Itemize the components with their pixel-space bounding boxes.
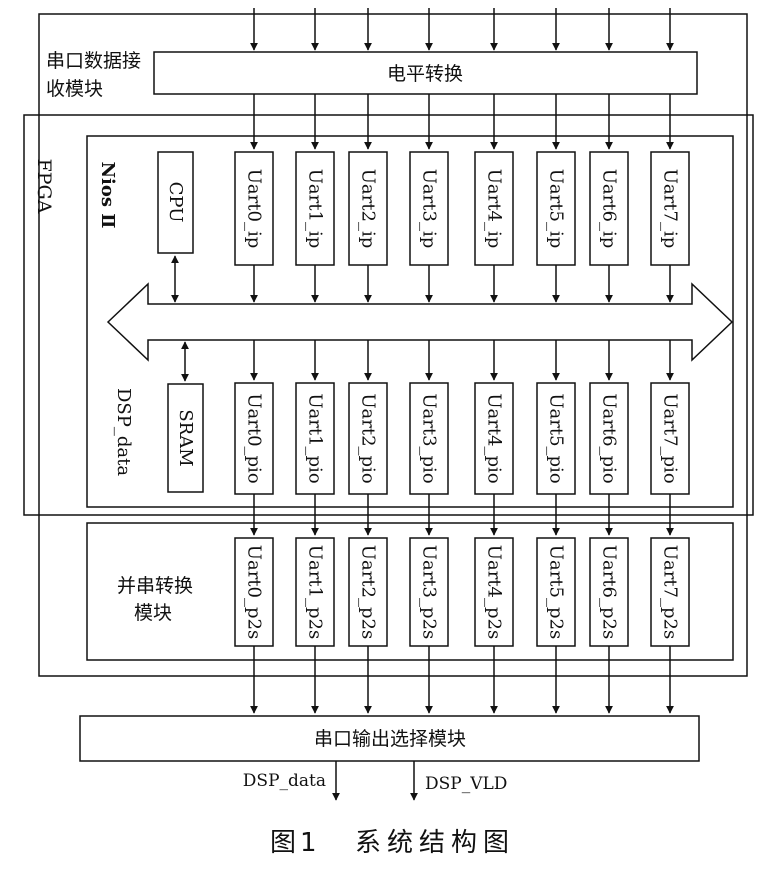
uart7-pio-label: Uart7_pio bbox=[660, 393, 681, 483]
uart1-p2s-label: Uart1_p2s bbox=[305, 545, 326, 639]
uart3-p2s-box bbox=[409, 537, 449, 647]
serial-receive-module-label-1: 串口数据接 bbox=[46, 50, 141, 72]
sram-box bbox=[167, 383, 204, 493]
uart7-ip-box bbox=[650, 151, 690, 266]
level-convert-box bbox=[153, 51, 698, 95]
uart1-ip-label: Uart1_ip bbox=[305, 169, 326, 248]
uart4-p2s-box bbox=[474, 537, 514, 647]
uart7-p2s-label: Uart7_p2s bbox=[660, 545, 681, 639]
uart3-p2s-label: Uart3_p2s bbox=[419, 545, 440, 639]
uart5-pio-box bbox=[536, 382, 576, 495]
uart3-pio-label: Uart3_pio bbox=[419, 393, 440, 483]
serial-receive-module-frame bbox=[38, 13, 748, 677]
serial-receive-module-label-2: 收模块 bbox=[46, 78, 103, 100]
p2s-module-label-2: 模块 bbox=[134, 602, 172, 624]
cpu-box bbox=[157, 151, 194, 254]
uart4-ip-label: Uart4_ip bbox=[484, 169, 505, 248]
cpu-label: CPU bbox=[165, 182, 186, 223]
level-convert-label: 电平转换 bbox=[387, 63, 463, 85]
uart6-ip-box bbox=[589, 151, 629, 266]
uart0-p2s-label: Uart0_p2s bbox=[244, 545, 265, 639]
uart0-ip-label: Uart0_ip bbox=[244, 169, 265, 248]
uart1-pio-label: Uart1_pio bbox=[305, 393, 326, 483]
uart0-pio-label: Uart0_pio bbox=[244, 393, 265, 483]
figure-caption-number: 图1 bbox=[270, 828, 321, 858]
uart2-p2s-box bbox=[348, 537, 388, 647]
uart4-p2s-label: Uart4_p2s bbox=[484, 545, 505, 639]
uart5-pio-label: Uart5_pio bbox=[546, 393, 567, 483]
uart2-ip-label: Uart2_ip bbox=[358, 169, 379, 248]
figure-caption-text: 系统结构图 bbox=[355, 828, 515, 858]
uart2-pio-label: Uart2_pio bbox=[358, 393, 379, 483]
uart5-ip-box bbox=[536, 151, 576, 266]
uart2-ip-box bbox=[348, 151, 388, 266]
uart0-pio-box bbox=[234, 382, 274, 495]
dsp-data-vertical-label: DSP_data bbox=[113, 388, 134, 476]
system-bus bbox=[106, 282, 734, 362]
uart0-ip-box bbox=[234, 151, 274, 266]
uart1-pio-box bbox=[295, 382, 335, 495]
output-select-label: 串口输出选择模块 bbox=[314, 728, 466, 750]
uart3-ip-label: Uart3_ip bbox=[419, 169, 440, 248]
nios-label: Nios Ⅱ bbox=[97, 162, 118, 229]
uart7-ip-label: Uart7_ip bbox=[660, 169, 681, 248]
output-select-box bbox=[79, 715, 700, 762]
uart6-ip-label: Uart6_ip bbox=[599, 169, 620, 248]
dsp-vld-output-label: DSP_VLD bbox=[425, 774, 507, 794]
uart6-pio-label: Uart6_pio bbox=[599, 393, 620, 483]
uart6-p2s-label: Uart6_p2s bbox=[599, 545, 620, 639]
uart5-p2s-box bbox=[536, 537, 576, 647]
sram-label: SRAM bbox=[175, 409, 196, 466]
uart5-ip-label: Uart5_ip bbox=[546, 169, 567, 248]
uart2-pio-box bbox=[348, 382, 388, 495]
fpga-frame bbox=[23, 114, 754, 516]
nios-frame bbox=[86, 135, 734, 508]
uart2-p2s-label: Uart2_p2s bbox=[358, 545, 379, 639]
dsp-data-output-label: DSP_data bbox=[243, 771, 326, 791]
p2s-module-label-1: 并串转换 bbox=[117, 575, 193, 597]
uart5-p2s-label: Uart5_p2s bbox=[546, 545, 567, 639]
uart4-pio-label: Uart4_pio bbox=[484, 393, 505, 483]
uart3-ip-box bbox=[409, 151, 449, 266]
uart7-pio-box bbox=[650, 382, 690, 495]
fpga-label: FPGA bbox=[33, 159, 55, 214]
uart1-ip-box bbox=[295, 151, 335, 266]
p2s-module-frame bbox=[86, 522, 734, 661]
uart1-p2s-box bbox=[295, 537, 335, 647]
